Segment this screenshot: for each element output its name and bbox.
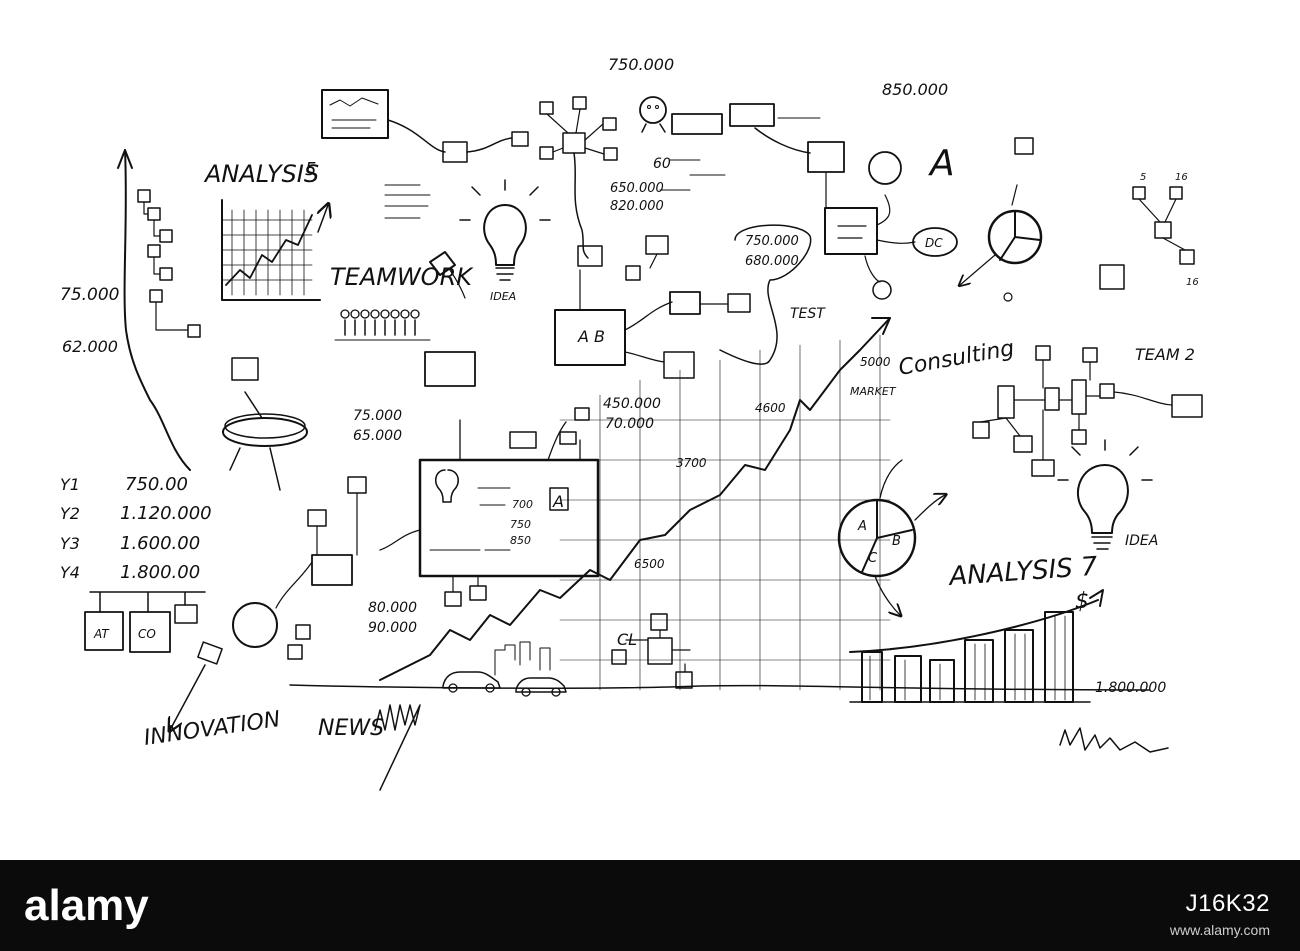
- analysis5-chart: [221, 199, 328, 301]
- board-letter-a: A: [552, 492, 564, 511]
- top-left-box: [321, 89, 529, 163]
- numbers-750000-b: 750.000: [745, 234, 799, 249]
- analysis7-bar-chart: [849, 589, 1104, 703]
- idea-label-top: IDEA: [490, 290, 516, 303]
- graph-point-6500: 6500: [634, 557, 665, 571]
- pie-letter-c: C: [868, 551, 878, 566]
- label-62000: 62.000: [62, 337, 118, 356]
- speech-bubble-outline: [719, 224, 812, 365]
- top-header-boxes: [671, 103, 845, 173]
- analysis5-title: ANALYSIS: [203, 160, 319, 188]
- ab-box: [554, 235, 751, 379]
- ab-box-label: A B: [577, 327, 605, 346]
- left-circle-node: [170, 561, 313, 730]
- year-row-1-value: 750.00: [125, 474, 188, 495]
- left-pie-sketch: [222, 357, 308, 491]
- label-90000: 90.000: [368, 620, 417, 636]
- abc-pie-chart: [837, 459, 945, 615]
- year-row-2-label: Y2: [60, 504, 80, 523]
- lightbulb-icon-right: [1057, 439, 1153, 550]
- market-label: MARKET: [850, 385, 897, 398]
- right-org-chart: [972, 345, 1203, 477]
- innovation-text: INNOVATION: [142, 707, 282, 751]
- label-75000-center: 75.000: [353, 408, 402, 424]
- cl-label: CL: [617, 630, 637, 649]
- top-right-box: [824, 151, 958, 300]
- dollar-sign: $: [1075, 589, 1089, 614]
- year-row-4-label: Y4: [60, 563, 80, 582]
- ground-line: [289, 641, 1151, 691]
- year-row-1-label: Y1: [60, 475, 80, 494]
- year-row-4-value: 1.800.00: [120, 562, 200, 583]
- board-value-750: 750: [510, 518, 531, 531]
- year-table: Y1 750.00 Y2 1.120.000 Y3 1.600.00 Y4 1.…: [60, 474, 212, 583]
- team-label: TEAM 2: [1135, 345, 1195, 364]
- pie-letter-a: A: [857, 519, 867, 534]
- news-text: NEWS: [318, 716, 384, 741]
- label-70000: 70.000: [605, 416, 654, 432]
- watermark-bar: alamy J16K32 www.alamy.com: [0, 860, 1300, 951]
- scribble-bottom-center: [374, 704, 421, 791]
- watermark-url: www.alamy.com: [1169, 922, 1270, 938]
- svg-text:alamy: alamy: [24, 881, 149, 930]
- box-label-at: AT: [93, 627, 110, 641]
- top-tree-nodes: [539, 96, 618, 259]
- year-row-3-value: 1.600.00: [120, 533, 200, 554]
- small-number-16b: 16: [1186, 277, 1199, 288]
- top-right-pie: [960, 137, 1043, 302]
- sketch-canvas: 75.000 62.000 ANALYSIS 5 Y1 750.00 Y2 1.…: [60, 55, 1203, 791]
- center-grid: [559, 334, 891, 691]
- alamy-logo: alamy: [24, 881, 149, 930]
- year-row-2-value: 1.120.000: [120, 503, 212, 524]
- graph-point-3700: 3700: [676, 456, 707, 470]
- numbers-650000: 650.000: [610, 181, 664, 196]
- left-vertical-axis: [117, 149, 191, 471]
- top-right-org-chart: [1099, 186, 1195, 290]
- cl-tree: [611, 613, 693, 689]
- label-850000: 850.000: [882, 80, 948, 99]
- consulting-text: Consulting: [897, 336, 1017, 381]
- analysis5-number: 5: [305, 159, 316, 180]
- left-org-boxes: [137, 189, 201, 338]
- label-65000-center: 65.000: [353, 428, 402, 444]
- box-label-co: CO: [138, 627, 156, 641]
- label-60: 60: [653, 156, 671, 172]
- numbers-820000: 820.000: [610, 199, 664, 214]
- image-id: J16K32: [1185, 890, 1270, 917]
- teamwork-people-icon: [334, 309, 431, 341]
- letter-a-top: A: [928, 143, 955, 184]
- label-80000: 80.000: [368, 600, 417, 616]
- label-750000: 750.000: [608, 55, 674, 74]
- car-icon-2: [515, 677, 567, 697]
- top-notes: [384, 159, 726, 219]
- graph-point-5000: 5000: [860, 355, 891, 369]
- dc-label: DC: [925, 236, 943, 250]
- bottom-left-boxes: AT CO: [84, 591, 206, 653]
- idea-label-right: IDEA: [1125, 533, 1158, 549]
- test-label: TEST: [790, 306, 826, 322]
- center-board: [307, 351, 600, 607]
- board-value-700: 700: [512, 498, 533, 511]
- analysis7-title: ANALYSIS 7: [946, 552, 1099, 592]
- small-number-16a: 16: [1175, 172, 1188, 183]
- car-icon-1: [442, 671, 501, 693]
- label-1800000: 1.800.000: [1095, 680, 1166, 696]
- label-450000: 450.000: [603, 396, 661, 412]
- lightbulb-icon: [459, 179, 551, 281]
- board-value-850: 850: [510, 534, 531, 547]
- year-row-3-label: Y3: [60, 534, 80, 553]
- pie-letter-b: B: [892, 534, 901, 549]
- speech-icon: [429, 251, 466, 299]
- label-75000: 75.000: [60, 285, 119, 305]
- signature-scribble: [1059, 727, 1169, 753]
- numbers-680000: 680.000: [745, 254, 799, 269]
- small-number-5: 5: [1140, 172, 1146, 183]
- growth-line: [379, 317, 891, 681]
- face-icon: [639, 96, 667, 133]
- graph-point-4600: 4600: [755, 401, 786, 415]
